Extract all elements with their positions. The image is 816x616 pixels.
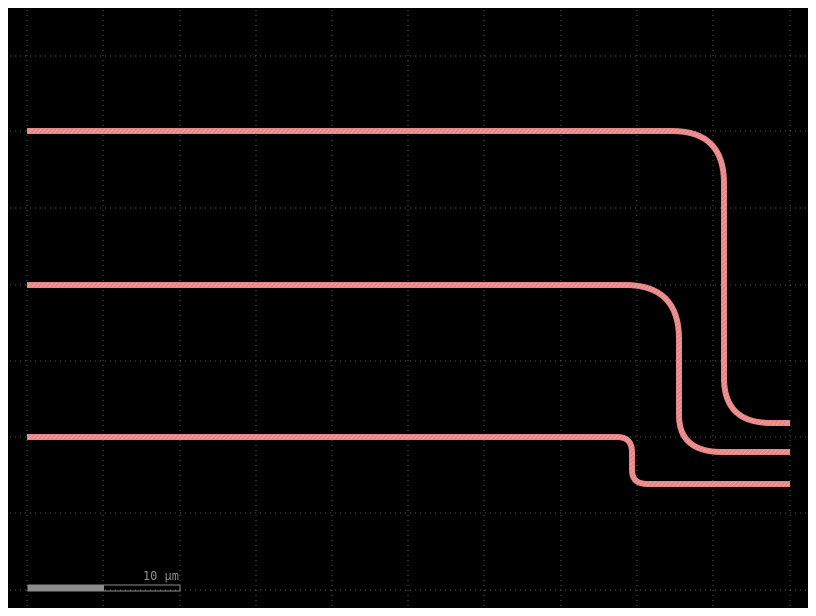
scale-bar-label: 10 µm xyxy=(143,569,179,583)
waveguide-middle-hatch xyxy=(27,283,790,454)
canvas-background xyxy=(8,8,808,608)
waveguide-bottom-hatch xyxy=(27,435,790,486)
scale-bar: 10 µm xyxy=(27,569,181,592)
waveguide-top-hatch xyxy=(27,129,790,425)
waveguide-group xyxy=(27,128,790,487)
scale-bar-fill xyxy=(28,585,104,591)
